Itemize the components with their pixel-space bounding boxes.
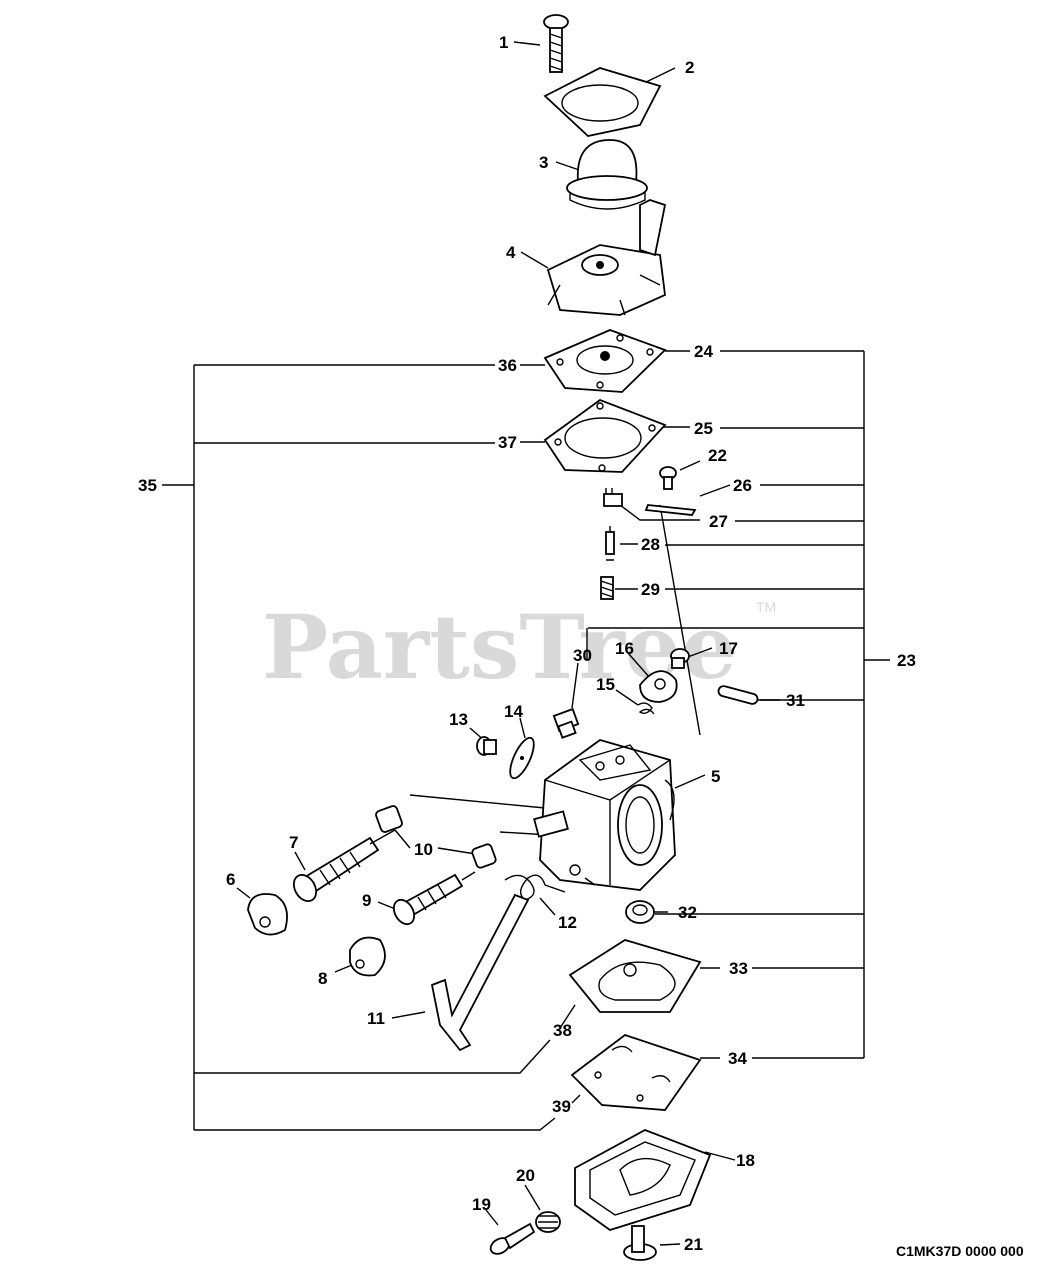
callout-labels: 1 2 3 4 5 6 7 8 9 10 11 12 13 14 15 16 1… [138, 33, 916, 1254]
callout-23: 23 [897, 651, 916, 670]
part-10-plug-b [471, 843, 497, 869]
callout-22: 22 [708, 446, 727, 465]
watermark-trademark: TM [756, 599, 776, 615]
callout-30: 30 [573, 646, 592, 665]
part-6-knob [247, 893, 288, 936]
part-24-36-diaphragm [543, 329, 667, 393]
part-29-spring [600, 576, 614, 600]
callout-32: 32 [678, 903, 697, 922]
part-25-37-gasket [543, 398, 667, 473]
callout-24: 24 [694, 342, 713, 361]
callout-21: 21 [684, 1235, 703, 1254]
callout-35: 35 [138, 476, 157, 495]
part-2-gasket [543, 67, 662, 137]
callout-33: 33 [729, 959, 748, 978]
part-18-cover [574, 1129, 712, 1231]
callout-11: 11 [367, 1009, 385, 1028]
part-20-spring [535, 1211, 561, 1233]
callout-25: 25 [694, 419, 713, 438]
callout-4: 4 [506, 243, 516, 262]
part-22-screw [659, 466, 677, 490]
callout-3: 3 [539, 153, 548, 172]
callout-19: 19 [472, 1195, 491, 1214]
part-15-spring [637, 702, 655, 715]
callout-2: 2 [685, 58, 694, 77]
part-3-primer-bulb [566, 139, 648, 210]
callout-6: 6 [226, 870, 235, 889]
callout-7: 7 [289, 833, 298, 852]
callout-37: 37 [498, 433, 517, 452]
callout-9: 9 [362, 891, 371, 910]
part-19-screw [489, 1222, 536, 1255]
callout-34: 34 [728, 1049, 747, 1068]
part-32-grommet [625, 900, 655, 924]
callout-36: 36 [498, 356, 517, 375]
diagram-code: C1MK37D 0000 000 [896, 1243, 1024, 1259]
part-33-38-gasket [568, 939, 702, 1013]
part-8-limiter-cap [349, 936, 386, 977]
callout-18: 18 [736, 1151, 755, 1170]
callout-12: 12 [558, 913, 577, 932]
callout-29: 29 [641, 580, 660, 599]
part-27-lever [603, 488, 623, 507]
callout-15: 15 [596, 675, 615, 694]
part-14-screen [509, 736, 535, 780]
part-9-needle [392, 871, 476, 926]
callout-13: 13 [449, 710, 468, 729]
part-13-plug [476, 736, 497, 756]
part-5-carburetor-body [533, 739, 676, 891]
part-10-plug-a [375, 805, 403, 833]
callout-20: 20 [516, 1166, 535, 1185]
part-11-lever [430, 893, 530, 1052]
callout-38: 38 [553, 1021, 572, 1040]
part-16-cap [639, 670, 678, 703]
part-7-needle [292, 829, 396, 903]
part-21-screw [623, 1225, 657, 1261]
callout-16: 16 [615, 639, 634, 658]
part-1-screw [543, 14, 569, 73]
callout-31: 31 [786, 691, 805, 710]
part-28-needle [605, 526, 615, 561]
part-31-pin [717, 685, 759, 705]
callout-39: 39 [552, 1097, 571, 1116]
part-4-pump-cover [546, 199, 667, 316]
callout-8: 8 [318, 969, 327, 988]
part-34-39-diaphragm [570, 1033, 702, 1111]
callout-27: 27 [709, 512, 728, 531]
kit-bracket-23 [588, 350, 890, 1059]
part-30-jet [552, 707, 580, 739]
callout-17: 17 [719, 639, 738, 658]
callout-14: 14 [504, 702, 523, 721]
callout-26: 26 [733, 476, 752, 495]
callout-10: 10 [414, 840, 433, 859]
part-26-pin [644, 504, 697, 516]
callout-28: 28 [641, 535, 660, 554]
kit-bracket-35 [162, 364, 556, 1131]
leader-lines [236, 41, 780, 1246]
watermark: PartsTree TM [262, 595, 776, 699]
part-17-screw [670, 648, 690, 669]
callout-1: 1 [499, 33, 508, 52]
callout-5: 5 [711, 767, 720, 786]
